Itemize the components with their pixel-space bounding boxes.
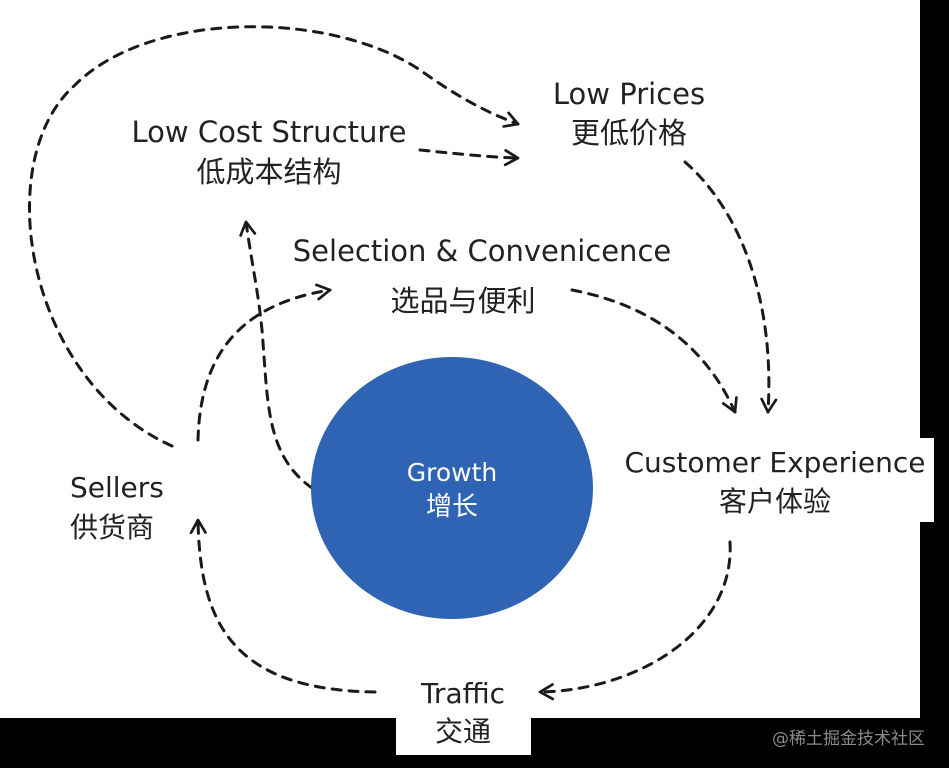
traffic-panel: [396, 700, 531, 755]
low-prices-label-en: Low Prices: [553, 77, 705, 111]
watermark-text: @稀土掘金技术社区: [772, 729, 925, 749]
arrow-low-prices-to-customer-experience: [683, 160, 778, 414]
node-traffic: Traffic 交通: [420, 677, 505, 748]
growth-label-en: Growth: [407, 458, 498, 487]
customer-experience-label-zh: 客户体验: [719, 485, 831, 518]
growth-circle: [311, 357, 593, 619]
node-low-prices: Low Prices 更低价格: [553, 77, 705, 150]
flow-arrows: [28, 25, 778, 701]
node-low-cost-structure: Low Cost Structure 低成本结构: [132, 115, 407, 189]
arrow-low-cost-to-low-prices: [418, 148, 520, 167]
low-cost-label-zh: 低成本结构: [196, 155, 341, 189]
traffic-label-zh: 交通: [435, 715, 491, 748]
traffic-label-en: Traffic: [420, 677, 505, 710]
arrow-sellers-to-low-prices: [28, 25, 520, 448]
selection-label-zh: 选品与便利: [390, 284, 535, 318]
growth-hub: Growth 增长: [311, 357, 593, 619]
sellers-label-en: Sellers: [70, 471, 164, 504]
arrow-growth-to-low-cost: [239, 220, 314, 490]
sellers-label-zh: 供货商: [70, 511, 154, 544]
arrow-traffic-to-sellers: [189, 518, 377, 694]
growth-label-zh: 增长: [426, 492, 478, 522]
node-customer-experience: Customer Experience 客户体验: [624, 446, 925, 518]
node-selection-convenience: Selection & Convenicence 选品与便利: [293, 234, 671, 318]
arrow-sellers-to-selection: [196, 283, 332, 442]
selection-label-en: Selection & Convenicence: [293, 234, 671, 268]
node-sellers: Sellers 供货商: [70, 471, 164, 544]
customer-experience-label-en: Customer Experience: [624, 446, 925, 479]
arrow-customer-experience-to-traffic: [538, 540, 732, 701]
arrow-selection-to-customer-experience: [570, 288, 738, 414]
low-cost-label-en: Low Cost Structure: [132, 115, 407, 149]
customer-experience-panel: [600, 438, 934, 522]
low-prices-label-zh: 更低价格: [571, 116, 687, 150]
